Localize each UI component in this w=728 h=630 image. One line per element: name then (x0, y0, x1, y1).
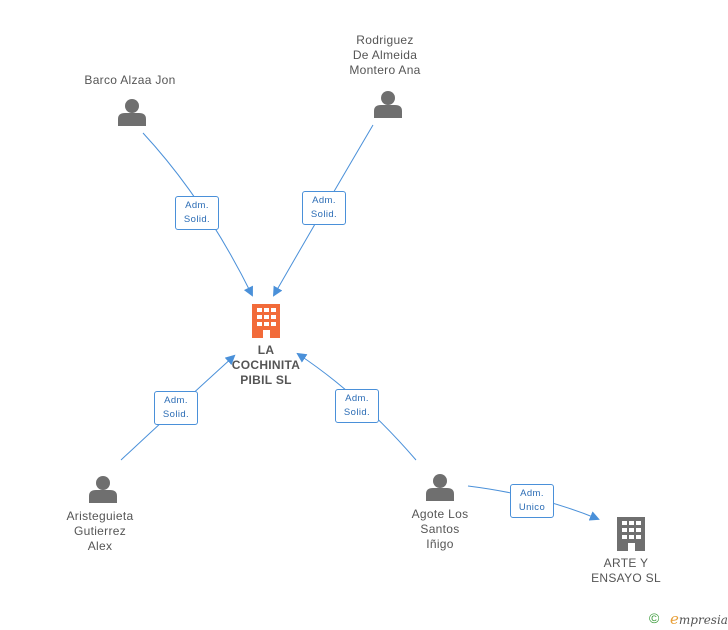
person-icon[interactable] (426, 474, 454, 501)
copyright-symbol: © (649, 610, 660, 626)
company-label-arte[interactable]: ARTE Y ENSAYO SL (576, 556, 676, 586)
label-line: Agote Los (411, 507, 469, 521)
label-line: COCHINITA (231, 358, 301, 372)
label-line: ENSAYO SL (591, 571, 661, 585)
label-line: Rodriguez (356, 33, 414, 47)
person-icon[interactable] (374, 91, 402, 118)
label-line: Santos (420, 522, 460, 536)
label-line: Alex (87, 539, 113, 553)
edge-label-line: Solid. (343, 407, 371, 418)
label-line: Barco Alzaa Jon (84, 73, 176, 87)
edge-label-line: Adm. (345, 393, 369, 404)
person-label-barco[interactable]: Barco Alzaa Jon (60, 73, 200, 88)
edge-label-line: Solid. (310, 209, 338, 220)
edge-label-barco[interactable]: Adm. Solid. (175, 196, 219, 230)
edge-label-line: Adm. (520, 488, 544, 499)
edge-label-line: Solid. (162, 409, 190, 420)
label-line: ARTE Y (603, 556, 649, 570)
edge-label-line: Adm. (185, 200, 209, 211)
label-line: Montero Ana (349, 63, 421, 77)
person-icon[interactable] (89, 476, 117, 503)
label-line: LA (257, 343, 275, 357)
building-icon[interactable] (617, 517, 645, 551)
edge-label-line: Solid. (183, 214, 211, 225)
edge-label-line: Adm. (312, 195, 336, 206)
label-line: Aristeguieta (66, 509, 134, 523)
brand-rest: mpresia (678, 613, 728, 627)
edge-label-agote-arte[interactable]: Adm. Unico (510, 484, 554, 518)
label-line: De Almeida (352, 48, 418, 62)
person-label-agote[interactable]: Agote Los Santos Iñigo (385, 507, 495, 552)
person-label-rodriguez[interactable]: Rodriguez De Almeida Montero Ana (325, 33, 445, 78)
edge-label-line: Adm. (164, 395, 188, 406)
edge-label-line: Unico (518, 502, 546, 513)
person-icon[interactable] (118, 99, 146, 126)
building-icon[interactable] (252, 304, 280, 338)
person-label-aristeguieta[interactable]: Aristeguieta Gutierrez Alex (45, 509, 155, 554)
label-line: PIBIL SL (240, 373, 292, 387)
edge-label-aristeguieta[interactable]: Adm. Solid. (154, 391, 198, 425)
center-company-label[interactable]: LA COCHINITA PIBIL SL (216, 343, 316, 388)
brand-initial: e (670, 610, 679, 628)
edge-label-rodriguez[interactable]: Adm. Solid. (302, 191, 346, 225)
edge-label-agote[interactable]: Adm. Solid. (335, 389, 379, 423)
label-line: Iñigo (426, 537, 454, 551)
empresia-logo[interactable]: empresia (670, 610, 728, 628)
label-line: Gutierrez (73, 524, 127, 538)
